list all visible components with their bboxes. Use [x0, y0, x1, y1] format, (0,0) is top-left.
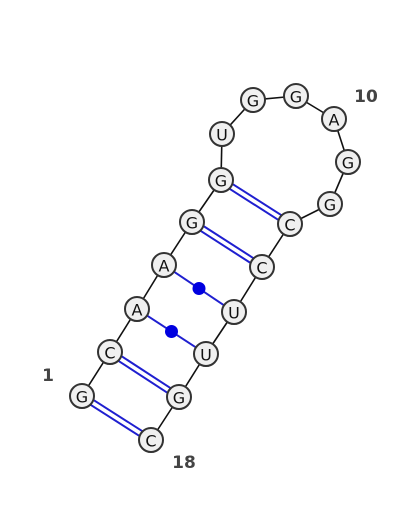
nucleotide: G — [335, 149, 361, 175]
nucleotide: U — [221, 299, 247, 325]
nucleotide-letter: U — [200, 346, 212, 365]
wobble-pair-dot — [192, 282, 206, 295]
nucleotide-letter: G — [247, 92, 259, 111]
nucleotide: G — [208, 167, 234, 193]
nucleotide-circle — [97, 339, 123, 365]
nucleotide: G — [240, 87, 266, 113]
nucleotide-circle — [321, 106, 347, 132]
canonical-pair-line — [200, 230, 251, 264]
position-number-label: 18 — [172, 453, 196, 473]
nucleotide-circle — [166, 384, 192, 410]
nucleotide-letter: C — [256, 259, 267, 278]
nucleotide-circle — [193, 341, 219, 367]
nucleotide: G — [317, 191, 343, 217]
position-number-label: 10 — [354, 87, 378, 107]
nucleotide-circle — [283, 83, 309, 109]
nucleotide-circle — [69, 383, 95, 409]
nucleotide-letter: U — [228, 304, 240, 323]
canonical-pair-line — [121, 355, 172, 389]
nucleotide: G — [283, 83, 309, 109]
nucleotide-circle — [138, 427, 164, 453]
index-label-layer: 1 10 18 — [42, 87, 378, 473]
nucleotide: G — [69, 383, 95, 409]
nucleotide-circle — [277, 211, 303, 237]
nucleotide: U — [209, 121, 235, 147]
nucleotide-circle — [209, 121, 235, 147]
canonical-pair-line — [229, 187, 279, 221]
nucleotide-circle — [240, 87, 266, 113]
nucleotide-letter: G — [290, 88, 302, 107]
nucleotide-letter: A — [132, 301, 143, 320]
nucleotide: C — [97, 339, 123, 365]
nucleotide-letter: G — [186, 214, 198, 233]
nucleotide: G — [179, 209, 205, 235]
nucleotide: C — [249, 254, 275, 280]
nucleotide-circle — [208, 167, 234, 193]
canonical-pair-line — [117, 360, 168, 394]
nucleotide-letter: C — [145, 432, 156, 451]
nucleotide-circle — [151, 252, 177, 278]
nucleotide-letter: C — [104, 344, 115, 363]
nucleotide: A — [151, 252, 177, 278]
nucleotide-letter: G — [76, 388, 88, 407]
nucleotide-letter: C — [284, 216, 295, 235]
backbone-layer — [81, 95, 349, 441]
canonical-pair-line — [232, 183, 282, 217]
nucleotide: A — [321, 106, 347, 132]
nucleotide-circle — [249, 254, 275, 280]
nucleotide: C — [277, 211, 303, 237]
nucleotide-circle — [124, 296, 150, 322]
nucleotide-letter: U — [216, 126, 228, 145]
nucleotide-letter: A — [159, 257, 170, 276]
canonical-pair-line — [93, 399, 143, 433]
nucleotide-circle — [179, 209, 205, 235]
nucleotide: U — [193, 341, 219, 367]
nucleotide-letter: A — [329, 111, 340, 130]
nucleotide: G — [166, 384, 192, 410]
nucleotide: C — [138, 427, 164, 453]
nucleotide-circle — [221, 299, 247, 325]
nucleotide-circle — [317, 191, 343, 217]
position-number-label: 1 — [42, 366, 54, 386]
canonical-pair-line — [90, 403, 140, 437]
base-pair-layer — [90, 183, 282, 437]
wobble-pair-dot — [165, 325, 178, 338]
canonical-pair-line — [203, 225, 254, 259]
nucleotide-circle — [335, 149, 361, 175]
nucleotide-letter: G — [324, 196, 336, 215]
nucleotide: A — [124, 296, 150, 322]
nucleotide-letter: G — [342, 154, 354, 173]
nucleotide-letter: G — [215, 172, 227, 191]
nucleotide-letter: G — [173, 389, 185, 408]
